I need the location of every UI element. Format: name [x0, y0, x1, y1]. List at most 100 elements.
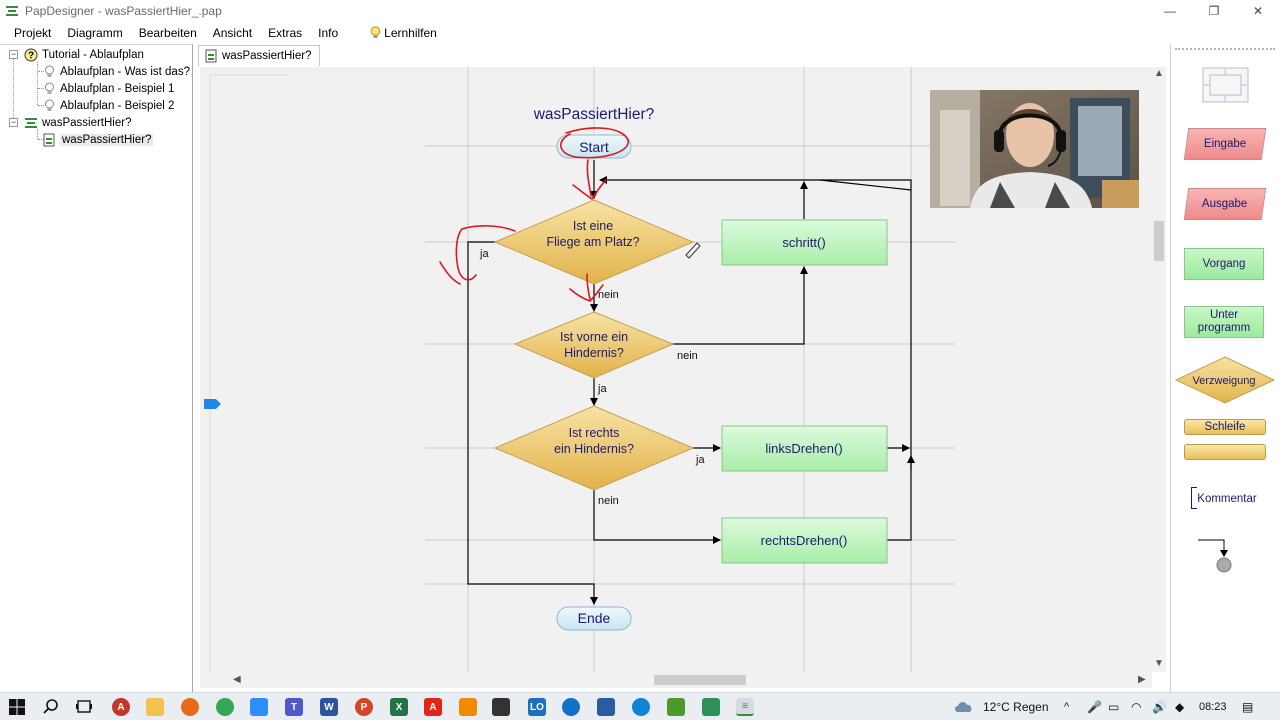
tray-chevron-icon[interactable]: ^ — [1064, 701, 1070, 713]
menu-bar: Projekt Diagramm Bearbeiten Ansicht Extr… — [0, 22, 1280, 44]
action-schritt-label: schritt() — [782, 235, 825, 250]
decision-fliege-line2: Fliege am Platz? — [546, 235, 639, 249]
palette-unterprogramm[interactable]: Unter programm — [1184, 306, 1264, 338]
diagram-title: wasPassiertHier? — [533, 106, 655, 123]
decision-rechts-line2: ein Hindernis? — [554, 442, 634, 456]
word-icon[interactable]: W — [320, 698, 338, 716]
tree-item-beispiel-2[interactable]: Ablaufplan - Beispiel 2 — [44, 97, 174, 114]
close-button[interactable]: ✕ — [1252, 4, 1264, 18]
windows-start-icon[interactable] — [8, 698, 26, 716]
lo-draw-icon[interactable]: LO — [528, 698, 546, 716]
webcam-overlay — [930, 90, 1139, 208]
screenshot-icon[interactable] — [597, 698, 615, 716]
diagram-canvas[interactable]: wasPassiertHier? Start Ist eine Fliege a… — [200, 67, 1152, 672]
palette-kommentar[interactable]: Kommentar — [1194, 490, 1260, 508]
dropbox-icon[interactable]: ◆ — [1175, 700, 1185, 714]
decision-vorne-hindernis[interactable]: Ist vorne ein Hindernis? — [513, 311, 675, 379]
connectors — [467, 160, 915, 605]
palette-comment-bracket — [1191, 487, 1197, 509]
palette-eingabe[interactable]: Eingabe — [1183, 128, 1267, 160]
restore-button[interactable]: ❐ — [1208, 4, 1220, 18]
tree-item-diagram[interactable]: wasPassiertHier? — [43, 131, 154, 148]
file-explorer-icon[interactable] — [146, 698, 164, 716]
menu-lernhilfen[interactable]: Lernhilfen — [362, 22, 445, 44]
decision-rechts-hindernis[interactable]: Ist rechts ein Hindernis? — [493, 405, 695, 491]
search-icon[interactable] — [42, 698, 60, 716]
tree-item-was-ist-das[interactable]: Ablaufplan - Was ist das? — [44, 63, 190, 80]
menu-extras[interactable]: Extras — [268, 26, 303, 40]
notepad-icon[interactable] — [702, 698, 720, 716]
lightbulb-icon — [45, 99, 54, 111]
edge-icon[interactable] — [632, 698, 650, 716]
palette-vorgang[interactable]: Vorgang — [1184, 248, 1264, 280]
firefox-icon[interactable] — [181, 698, 199, 716]
branch-label-nein: nein — [598, 495, 619, 507]
red-annotations — [439, 127, 629, 302]
sync-icon[interactable] — [562, 698, 580, 716]
powerpoint-icon[interactable]: P — [355, 698, 373, 716]
palette-connector-icon[interactable] — [1196, 538, 1236, 574]
menu-projekt[interactable]: Projekt — [14, 26, 52, 40]
tree-item-project[interactable]: wasPassiertHier? — [24, 114, 131, 131]
microphone-icon[interactable]: 🎤 — [1087, 700, 1102, 714]
action-rechts-drehen[interactable]: rechtsDrehen() — [721, 517, 888, 564]
window-title: PapDesigner - wasPassiertHier_.pap — [25, 4, 222, 18]
vertical-scroll-thumb[interactable] — [1154, 221, 1164, 261]
task-view-icon[interactable] — [75, 698, 93, 716]
teams-icon[interactable]: T — [285, 698, 303, 716]
palette-verzweigung[interactable]: Verzweigung — [1175, 356, 1275, 404]
action-links-drehen[interactable]: linksDrehen() — [721, 425, 888, 472]
action-schritt[interactable]: schritt() — [721, 219, 888, 266]
position-marker-icon — [204, 399, 221, 409]
scroll-right-icon[interactable]: ▶ — [1138, 674, 1146, 685]
vertical-scrollbar[interactable]: ▲ ▼ — [1152, 67, 1166, 672]
scroll-down-icon[interactable]: ▼ — [1154, 658, 1164, 669]
tree-item-beispiel-1[interactable]: Ablaufplan - Beispiel 1 — [44, 80, 174, 97]
palette-schleife[interactable]: Schleife — [1184, 419, 1266, 435]
weather-cloud-icon — [955, 702, 972, 712]
vlc-icon[interactable] — [459, 698, 477, 716]
palette-schleife-end[interactable] — [1184, 444, 1266, 460]
battery-icon[interactable]: ▭ — [1108, 700, 1120, 714]
menu-diagramm[interactable]: Diagramm — [67, 26, 123, 40]
app-icon[interactable]: A — [112, 698, 130, 716]
lightbulb-icon — [45, 65, 54, 77]
menu-info[interactable]: Info — [318, 26, 339, 40]
scroll-left-icon[interactable]: ◀ — [233, 674, 241, 685]
end-node[interactable]: Ende — [556, 606, 632, 631]
palette-frame-icon[interactable] — [1202, 67, 1249, 103]
tree-item-label: Ablaufplan - Beispiel 2 — [60, 99, 175, 112]
excel-icon[interactable]: X — [390, 698, 408, 716]
papdesigner-taskbar-icon[interactable]: ≡ — [736, 698, 754, 716]
tree-item-project-label: wasPassiertHier? — [42, 116, 132, 129]
acrobat-icon[interactable]: A — [424, 698, 442, 716]
start-node[interactable]: Start — [556, 134, 632, 159]
diagram-file-icon — [205, 49, 217, 63]
wifi-icon[interactable]: ◠ — [1131, 700, 1142, 714]
horizontal-scrollbar[interactable]: ◀ ▶ — [200, 672, 1152, 688]
volume-icon[interactable]: 🔊 — [1152, 700, 1167, 714]
menu-bearbeiten[interactable]: Bearbeiten — [138, 26, 197, 40]
zoom-icon[interactable] — [250, 698, 268, 716]
greenfoot-icon[interactable] — [667, 698, 685, 716]
decision-fliege[interactable]: Ist eine Fliege am Platz? — [493, 199, 695, 285]
clock-time[interactable]: 08:23 — [1199, 701, 1227, 713]
inkscape-icon[interactable] — [492, 698, 510, 716]
tab-wasPassiertHier[interactable]: wasPassiertHier? — [198, 45, 321, 66]
scroll-up-icon[interactable]: ▲ — [1154, 68, 1164, 79]
minimize-button[interactable]: — — [1164, 4, 1176, 18]
tree-item-tutorial[interactable]: ? Tutorial - Ablaufplan — [24, 46, 144, 63]
tree-item-label: Ablaufplan - Was ist das? — [60, 65, 190, 78]
palette-ausgabe[interactable]: Ausgabe — [1183, 188, 1267, 220]
horizontal-scroll-thumb[interactable] — [654, 675, 746, 685]
notifications-icon[interactable]: ▤ — [1242, 700, 1254, 714]
tree-collapse-toggle[interactable]: − — [9, 49, 18, 59]
weather-text: 12°C Regen — [983, 700, 1049, 714]
tree-item-label: Ablaufplan - Beispiel 1 — [60, 82, 175, 95]
pencil-cursor-icon — [685, 242, 701, 259]
palette-schleife-label: Schleife — [1204, 420, 1246, 433]
chrome-icon[interactable] — [216, 698, 234, 716]
tree-collapse-toggle[interactable]: − — [9, 117, 18, 127]
menu-ansicht[interactable]: Ansicht — [212, 26, 253, 40]
palette-verzweigung-label: Verzweigung — [1193, 375, 1256, 387]
